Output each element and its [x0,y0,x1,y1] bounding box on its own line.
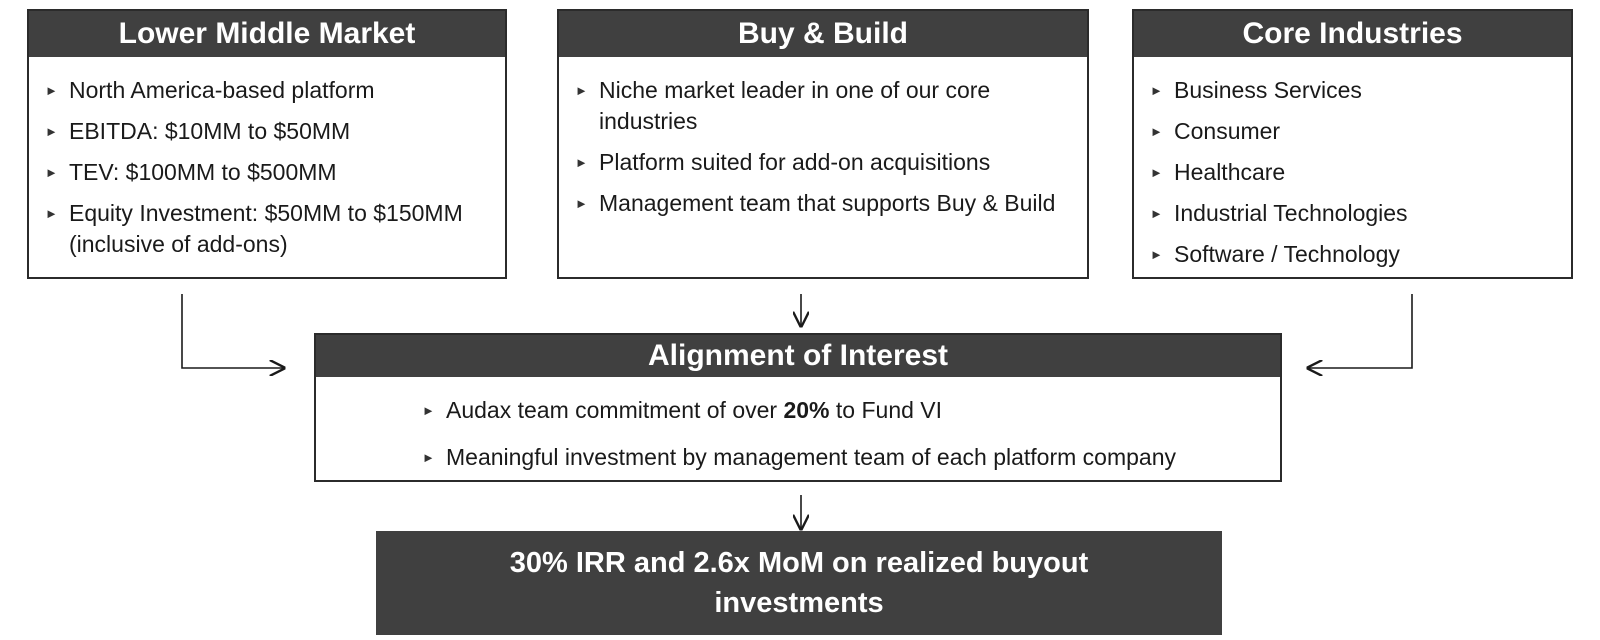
list-item: ►Software / Technology [1134,239,1571,270]
alignment-of-interest-title: Alignment of Interest [316,335,1280,377]
bullet-triangle-icon: ► [575,155,588,170]
arrow-right-to-alignment [1308,294,1413,368]
list-item: ►TEV: $100MM to $500MM [29,157,505,188]
bullet-triangle-icon: ► [1150,206,1163,221]
buy-and-build-title: Buy & Build [559,11,1087,57]
buy-and-build-box: Buy & Build ►Niche market leader in one … [557,9,1089,279]
bullet-triangle-icon: ► [45,206,58,221]
list-item: ►Meaningful investment by management tea… [406,442,1280,473]
lower-middle-market-title: Lower Middle Market [29,11,505,57]
bullet-triangle-icon: ► [1150,124,1163,139]
bullet-triangle-icon: ► [422,450,435,465]
bullet-triangle-icon: ► [45,83,58,98]
list-item: ►North America-based platform [29,75,505,106]
list-item: ►Equity Investment: $50MM to $150MM (inc… [45,200,463,257]
result-banner: 30% IRR and 2.6x MoM on realized buyout … [376,531,1222,635]
bullet-triangle-icon: ► [575,196,588,211]
bullet-triangle-icon: ► [422,403,435,418]
bullet-triangle-icon: ► [1150,247,1163,262]
lower-middle-market-box: Lower Middle Market ►North America-based… [27,9,507,279]
buy-and-build-list: ►Niche market leader in one of our core … [559,57,1087,219]
core-industries-box: Core Industries ►Business Services ►Cons… [1132,9,1573,279]
list-item: ►Audax team commitment of over 20% to Fu… [406,395,1280,426]
list-item: ►Healthcare [1134,157,1571,188]
bullet-triangle-icon: ► [1150,83,1163,98]
bullet-triangle-icon: ► [575,83,588,98]
alignment-of-interest-box: Alignment of Interest ►Audax team commit… [314,333,1282,482]
list-item: ►Industrial Technologies [1134,198,1571,229]
bullet-triangle-icon: ► [45,124,58,139]
list-item: ►Niche market leader in one of our core … [575,77,991,134]
list-item: ►Platform suited for add-on acquisitions [559,147,1087,178]
core-industries-title: Core Industries [1134,11,1571,57]
bullet-triangle-icon: ► [1150,165,1163,180]
arrow-left-to-alignment [181,294,284,368]
commitment-percent: 20% [783,397,830,423]
list-item: ►Management team that supports Buy & Bui… [559,188,1087,219]
alignment-list: ►Audax team commitment of over 20% to Fu… [316,377,1280,473]
bullet-triangle-icon: ► [45,165,58,180]
result-text: 30% IRR and 2.6x MoM on realized buyout … [509,547,1089,619]
core-industries-list: ►Business Services ►Consumer ►Healthcare… [1134,57,1571,270]
lower-middle-market-list: ►North America-based platform ►EBITDA: $… [29,57,505,260]
list-item: ►EBITDA: $10MM to $50MM [29,116,505,147]
list-item: ►Consumer [1134,116,1571,147]
list-item: ►Business Services [1134,75,1571,106]
